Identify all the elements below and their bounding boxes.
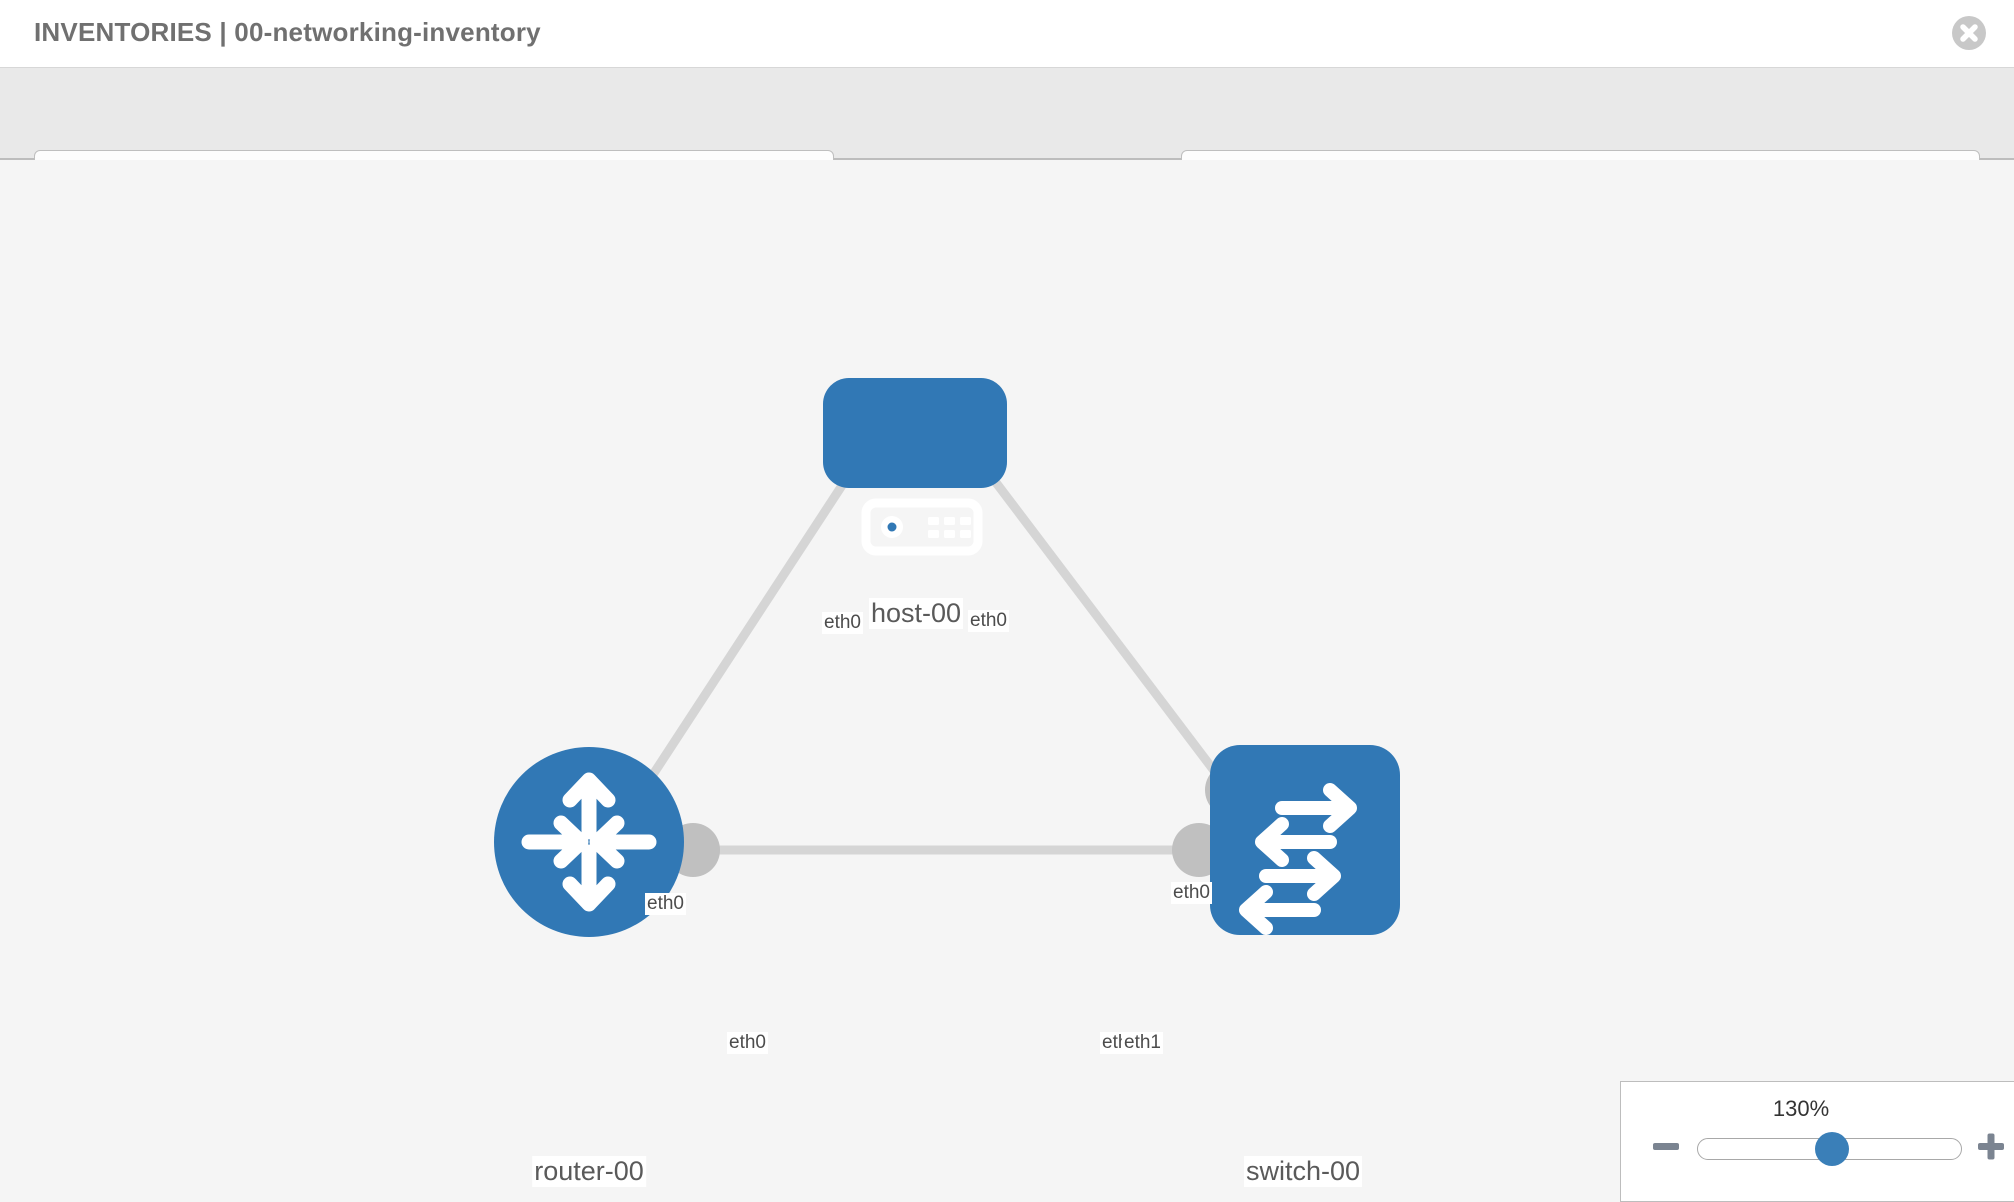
topology-graph	[494, 378, 1400, 937]
zoom-slider-thumb[interactable]	[1814, 1132, 1849, 1166]
node-router-00[interactable]	[494, 747, 684, 937]
zoom-control-panel: 130%	[1620, 1081, 2014, 1202]
node-label-switch: switch-00	[1243, 1156, 1363, 1187]
page-title: INVENTORIES | 00-networking-inventory	[34, 17, 541, 47]
toolbar: ACTIONS SEARCH	[0, 68, 2014, 202]
node-label-host: host-00	[868, 598, 964, 629]
iface-label-switch-left: eth1	[1122, 1032, 1163, 1054]
topology-links	[616, 432, 1244, 855]
link-host-switch[interactable]	[956, 432, 1244, 808]
node-switch-00[interactable]	[1210, 745, 1400, 935]
link-router-host[interactable]	[616, 432, 879, 828]
title-bar: INVENTORIES | 00-networking-inventory	[0, 0, 2014, 68]
zoom-level-value: 130%	[1772, 1096, 1830, 1121]
iface-label-host-left: eth0	[822, 612, 863, 634]
plus-icon[interactable]	[1976, 1132, 2006, 1162]
iface-label-switch-up: eth0	[1171, 882, 1212, 904]
iface-label-router-right: eth0	[727, 1032, 768, 1054]
node-host-00[interactable]	[823, 378, 1007, 556]
minus-icon[interactable]	[1651, 1132, 1681, 1162]
iface-label-router-up: eth0	[645, 893, 686, 915]
iface-label-host-right: eth0	[968, 610, 1009, 632]
node-label-router: router-00	[532, 1156, 646, 1187]
topology-canvas[interactable]: host-00 router-00 switch-00 eth0 eth0 et…	[0, 160, 2014, 1200]
close-icon[interactable]	[1952, 16, 1986, 50]
